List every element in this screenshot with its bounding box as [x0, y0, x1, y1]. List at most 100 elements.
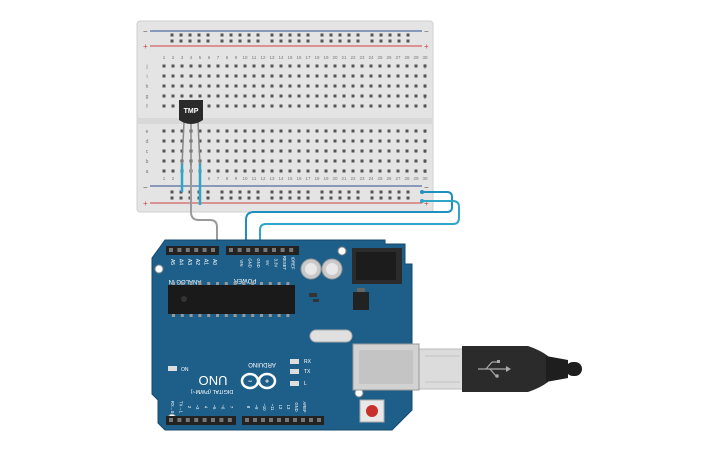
- breadboard-hole[interactable]: [207, 64, 211, 68]
- breadboard-hole[interactable]: [171, 94, 175, 98]
- breadboard-hole[interactable]: [216, 159, 220, 163]
- rail-hole[interactable]: [256, 190, 260, 194]
- breadboard-hole[interactable]: [405, 149, 409, 153]
- breadboard-hole[interactable]: [414, 84, 418, 88]
- header-pin[interactable]: [202, 418, 207, 422]
- rail-hole[interactable]: [406, 39, 410, 43]
- breadboard-hole[interactable]: [207, 139, 211, 143]
- breadboard-hole[interactable]: [243, 159, 247, 163]
- breadboard-hole[interactable]: [324, 84, 328, 88]
- breadboard-hole[interactable]: [243, 169, 247, 173]
- breadboard-hole[interactable]: [234, 149, 238, 153]
- rail-hole[interactable]: [329, 190, 333, 194]
- rail-hole[interactable]: [220, 196, 224, 200]
- breadboard-hole[interactable]: [315, 129, 319, 133]
- breadboard-hole[interactable]: [234, 84, 238, 88]
- breadboard-hole[interactable]: [423, 94, 427, 98]
- rail-hole[interactable]: [247, 33, 251, 37]
- breadboard-hole[interactable]: [333, 64, 337, 68]
- rail-hole[interactable]: [347, 39, 351, 43]
- breadboard-hole[interactable]: [279, 169, 283, 173]
- rail-hole[interactable]: [188, 39, 192, 43]
- breadboard-hole[interactable]: [423, 149, 427, 153]
- breadboard-hole[interactable]: [198, 94, 202, 98]
- rail-hole[interactable]: [288, 196, 292, 200]
- header-pin[interactable]: [289, 248, 294, 252]
- breadboard-hole[interactable]: [324, 129, 328, 133]
- rail-hole[interactable]: [297, 39, 301, 43]
- rail-hole[interactable]: [338, 33, 342, 37]
- breadboard-hole[interactable]: [342, 129, 346, 133]
- rail-hole[interactable]: [379, 190, 383, 194]
- breadboard-hole[interactable]: [324, 159, 328, 163]
- header-pin[interactable]: [301, 418, 305, 422]
- rail-hole[interactable]: [397, 33, 401, 37]
- rail-hole[interactable]: [256, 196, 260, 200]
- breadboard-hole[interactable]: [279, 74, 283, 78]
- breadboard-hole[interactable]: [414, 64, 418, 68]
- rail-hole[interactable]: [379, 39, 383, 43]
- rail-hole[interactable]: [206, 33, 210, 37]
- breadboard-hole[interactable]: [360, 74, 364, 78]
- breadboard-hole[interactable]: [261, 84, 265, 88]
- breadboard-hole[interactable]: [252, 169, 256, 173]
- breadboard-hole[interactable]: [324, 94, 328, 98]
- breadboard-hole[interactable]: [378, 64, 382, 68]
- breadboard-hole[interactable]: [333, 159, 337, 163]
- header-pin[interactable]: [245, 418, 249, 422]
- breadboard-hole[interactable]: [243, 74, 247, 78]
- breadboard-hole[interactable]: [306, 149, 310, 153]
- breadboard-hole[interactable]: [396, 104, 400, 108]
- breadboard-hole[interactable]: [306, 139, 310, 143]
- breadboard-hole[interactable]: [324, 64, 328, 68]
- breadboard-hole[interactable]: [351, 84, 355, 88]
- breadboard-hole[interactable]: [396, 84, 400, 88]
- rail-hole[interactable]: [220, 33, 224, 37]
- breadboard-hole[interactable]: [396, 169, 400, 173]
- breadboard-hole[interactable]: [387, 169, 391, 173]
- breadboard-hole[interactable]: [306, 84, 310, 88]
- rail-hole[interactable]: [338, 190, 342, 194]
- breadboard-hole[interactable]: [225, 139, 229, 143]
- breadboard-hole[interactable]: [360, 149, 364, 153]
- breadboard-hole[interactable]: [270, 104, 274, 108]
- breadboard-hole[interactable]: [162, 159, 166, 163]
- breadboard-hole[interactable]: [423, 129, 427, 133]
- breadboard-hole[interactable]: [396, 94, 400, 98]
- header-pin[interactable]: [185, 248, 190, 252]
- breadboard-hole[interactable]: [315, 139, 319, 143]
- digital-header-pins[interactable]: [169, 418, 321, 422]
- breadboard-hole[interactable]: [270, 64, 274, 68]
- breadboard-hole[interactable]: [171, 169, 175, 173]
- breadboard-hole[interactable]: [351, 159, 355, 163]
- header-pin[interactable]: [317, 418, 321, 422]
- header-pin[interactable]: [227, 418, 232, 422]
- breadboard-hole[interactable]: [198, 129, 202, 133]
- breadboard-hole[interactable]: [162, 129, 166, 133]
- breadboard-hole[interactable]: [216, 149, 220, 153]
- breadboard-hole[interactable]: [171, 149, 175, 153]
- breadboard-hole[interactable]: [243, 84, 247, 88]
- breadboard-hole[interactable]: [162, 74, 166, 78]
- breadboard-hole[interactable]: [162, 64, 166, 68]
- breadboard-hole[interactable]: [306, 64, 310, 68]
- breadboard-hole[interactable]: [279, 64, 283, 68]
- rail-hole[interactable]: [206, 190, 210, 194]
- digital-header-high[interactable]: [242, 416, 324, 425]
- breadboard-hole[interactable]: [243, 64, 247, 68]
- header-pin[interactable]: [237, 248, 242, 252]
- breadboard-hole[interactable]: [216, 74, 220, 78]
- breadboard-hole[interactable]: [288, 129, 292, 133]
- breadboard-hole[interactable]: [378, 159, 382, 163]
- breadboard-hole[interactable]: [234, 74, 238, 78]
- rail-hole[interactable]: [347, 190, 351, 194]
- rail-hole[interactable]: [397, 196, 401, 200]
- breadboard-hole[interactable]: [252, 129, 256, 133]
- rail-hole[interactable]: [388, 33, 392, 37]
- rail-hole[interactable]: [406, 190, 410, 194]
- rail-hole[interactable]: [338, 39, 342, 43]
- rail-hole[interactable]: [306, 190, 310, 194]
- header-pin[interactable]: [219, 418, 224, 422]
- breadboard-hole[interactable]: [405, 74, 409, 78]
